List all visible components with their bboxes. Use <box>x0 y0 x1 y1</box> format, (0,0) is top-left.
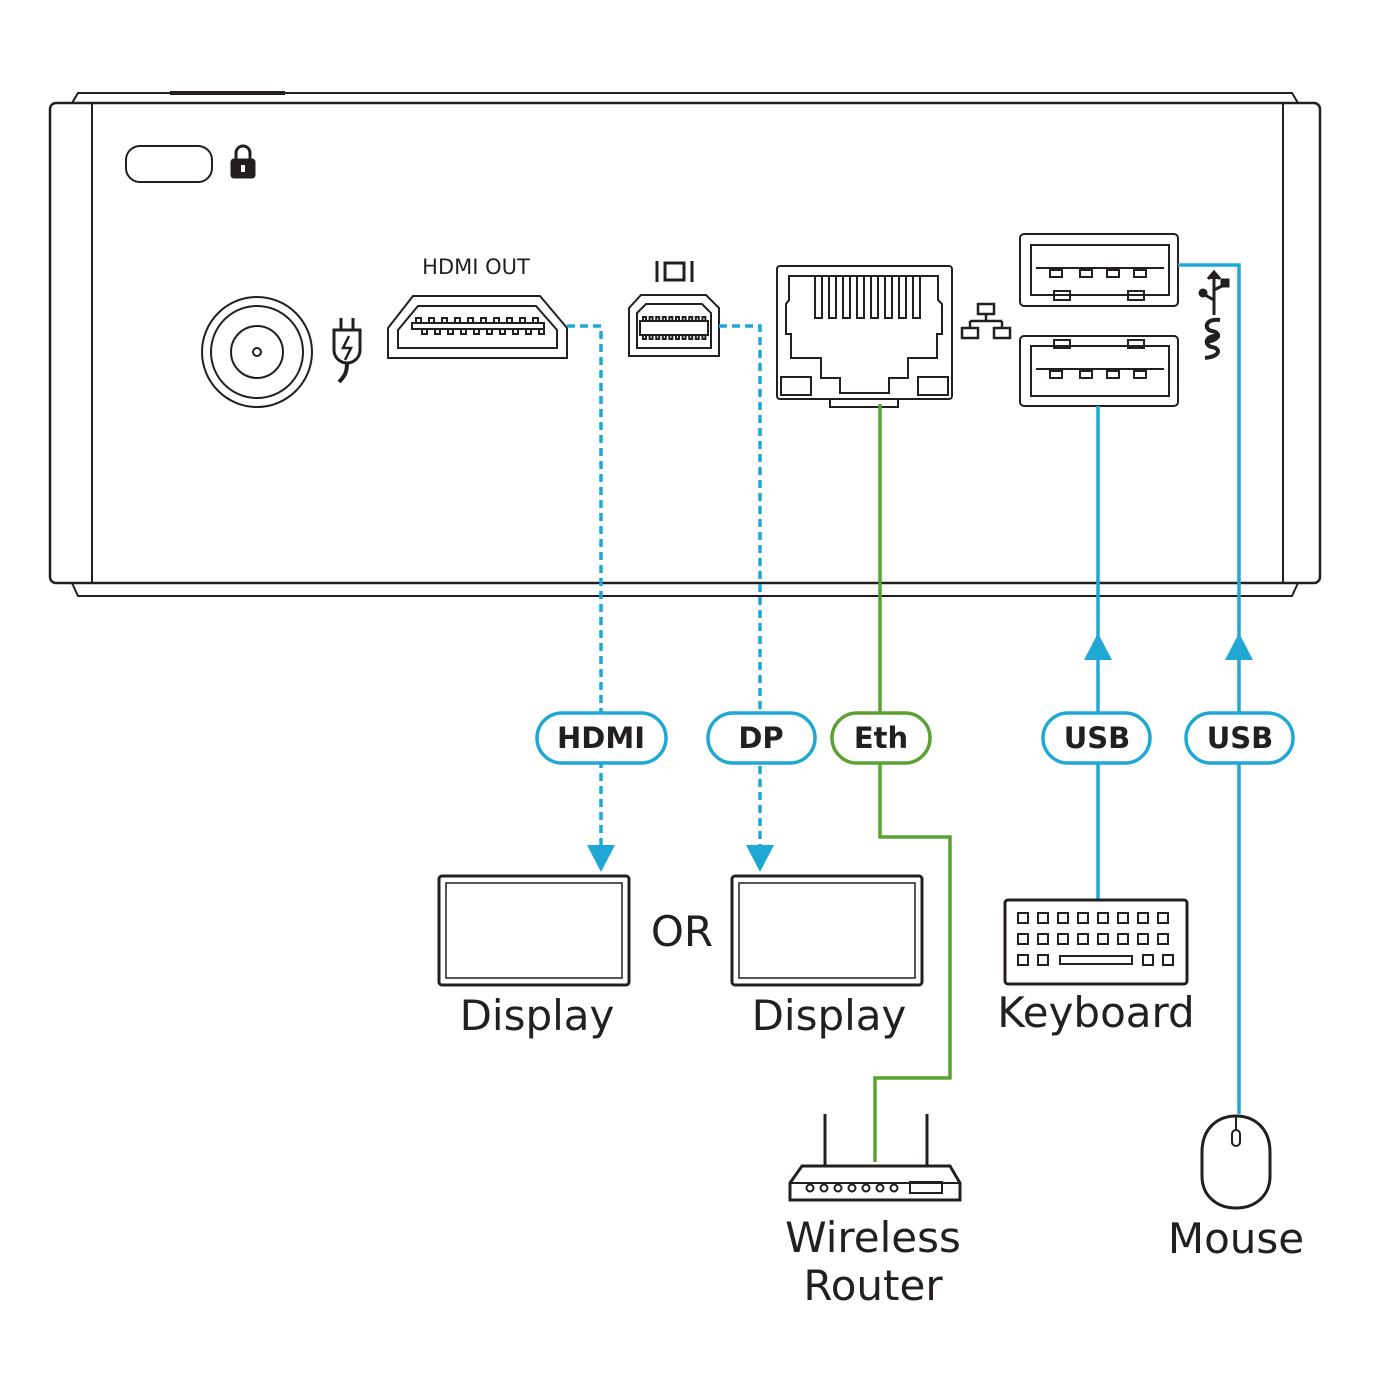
mouse-icon <box>1200 1114 1272 1210</box>
kensington-lock-icon <box>125 145 213 183</box>
svg-text:Eth: Eth <box>854 721 908 755</box>
lock-icon <box>230 144 256 179</box>
keyboard-icon <box>1003 898 1189 986</box>
router-icon <box>788 1114 962 1202</box>
svg-text:HDMI: HDMI <box>557 721 645 755</box>
display-label-hdmi: Display <box>460 991 615 1040</box>
hdmi-port <box>387 295 568 359</box>
power-plug-icon <box>332 318 362 384</box>
displayport-port <box>628 294 720 357</box>
display-icon <box>730 874 924 987</box>
dp-cable <box>719 324 774 872</box>
usb-mouse-cable <box>1178 263 1253 1114</box>
usb-superspeed-icon <box>1198 269 1230 360</box>
displayport-icon <box>655 261 694 282</box>
device-rear-panel <box>48 91 1322 597</box>
tag-usb-keyboard: USB <box>1041 711 1152 765</box>
tag-hdmi: HDMI <box>535 711 668 765</box>
display-label-dp: Display <box>752 991 907 1040</box>
ethernet-cable <box>873 404 952 1162</box>
svg-text:USB: USB <box>1207 721 1274 755</box>
tag-usb-mouse: USB <box>1184 711 1295 765</box>
svg-text:DP: DP <box>738 721 783 755</box>
hdmi-out-label: HDMI OUT <box>422 255 530 279</box>
router-label-line1: Wireless <box>785 1213 961 1262</box>
mouse-label: Mouse <box>1168 1214 1304 1263</box>
usb-keyboard-cable <box>1084 406 1112 900</box>
usb-port-bottom <box>1019 335 1179 407</box>
keyboard-label: Keyboard <box>997 988 1194 1037</box>
usb-port-top <box>1019 233 1179 307</box>
ethernet-port <box>776 265 953 408</box>
tag-eth: Eth <box>830 711 932 765</box>
network-icon <box>960 302 1012 340</box>
tag-dp: DP <box>706 711 817 765</box>
display-icon <box>437 874 631 987</box>
power-jack <box>201 296 313 408</box>
svg-text:USB: USB <box>1064 721 1131 755</box>
router-label-line2: Router <box>803 1261 943 1310</box>
or-label: OR <box>651 907 713 956</box>
hdmi-cable <box>567 324 615 872</box>
